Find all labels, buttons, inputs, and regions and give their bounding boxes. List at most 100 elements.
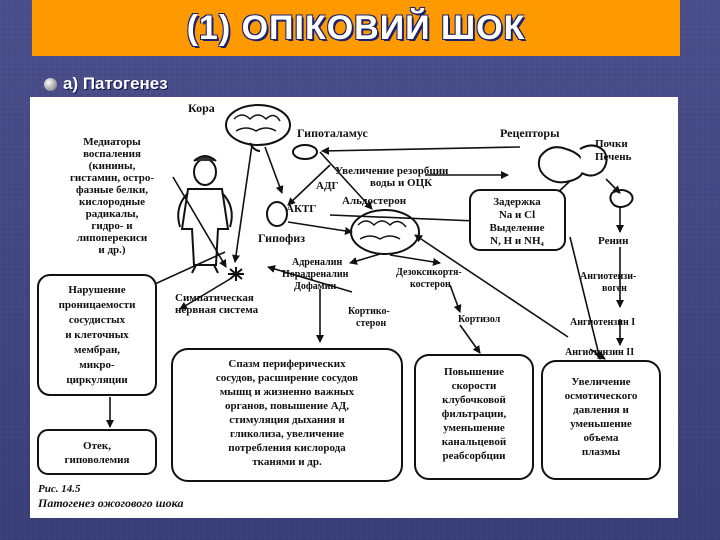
label-gipofiz: Гипофиз (258, 231, 305, 245)
sympathetic-node-icon (228, 267, 244, 281)
permeability-text: Нарушение проницаемости сосудистых и кле… (59, 284, 136, 386)
mediators-line: фазные белки, (76, 184, 148, 196)
figure-caption-number: Рис. 14.5 (38, 483, 81, 495)
spasm-line: гликолиза, увеличение (230, 428, 344, 440)
label-kortiko1: Кортико- (348, 306, 390, 317)
mediators-line: Медиаторы (83, 136, 141, 148)
label-renin: Ренин (598, 235, 629, 247)
label-receptory: Рецепторы (500, 126, 560, 140)
filtration-line: фильтрации, (442, 408, 507, 420)
edema-line: гиповолемия (65, 454, 130, 466)
osmotic-line: уменьшение (570, 418, 632, 430)
label-adg: АДГ (316, 180, 339, 192)
permeability-line: проницаемости (59, 299, 136, 311)
label-aldosteron: Альдостерон (342, 195, 407, 207)
label-kortiko2: стерон (356, 318, 386, 329)
label-hipotalamus: Гипоталамус (297, 126, 369, 140)
pituitary-icon (266, 201, 288, 227)
permeability-line: сосудистых (69, 314, 126, 326)
label-angiotenzinogen1: Ангиотензи- (580, 271, 636, 282)
label-pechen: Печень (595, 151, 632, 163)
label-pochki: Почки (595, 138, 628, 150)
human-figure-icon (177, 155, 233, 274)
filtration-box (414, 354, 534, 480)
pathogenesis-diagram: Кора Гипоталамус Рецепторы Почки Печень … (37, 101, 661, 510)
label-dezoksi2: костерон (410, 279, 451, 290)
bullet-icon (44, 77, 57, 91)
mediators-line: гистамин, остро- (70, 172, 154, 184)
title-bar: (1) ОПІКОВИЙ ШОК (32, 0, 680, 56)
label-simp2: нервная система (175, 304, 259, 316)
spasm-line: Спазм периферических (228, 358, 346, 370)
figure-caption-title: Патогенез ожогового шока (37, 496, 183, 510)
mediators-line: воспаления (83, 148, 141, 160)
mediators-line: кислородные (79, 196, 145, 208)
osmotic-line: объема (584, 432, 619, 444)
osmotic-line: давления и (573, 404, 629, 416)
retention-line: Выделение (490, 222, 545, 234)
permeability-line: и клеточных (65, 329, 129, 341)
osmotic-text: Увеличение осмотического давления и умен… (565, 376, 638, 458)
spasm-line: сосудов, расширение сосудов (216, 372, 358, 384)
adrenal-icon (609, 189, 634, 208)
label-adrenalin1: Адреналин (292, 257, 343, 268)
hypothalamus-icon (292, 144, 318, 160)
osmotic-line: осмотического (565, 390, 638, 402)
filtration-text: Повышение скорости клубочковой фильтраци… (442, 366, 507, 462)
diagram-arrows (106, 144, 624, 428)
label-simp1: Симпатическая (175, 292, 254, 304)
brain-icon (350, 209, 420, 255)
permeability-line: мембран, (74, 344, 120, 356)
kidney-liver-icon (537, 144, 608, 184)
slide-subtitle: а) Патогенез (63, 74, 168, 93)
diagram-panel: Кора Гипоталамус Рецепторы Почки Печень … (30, 97, 678, 518)
label-kora: Кора (188, 101, 215, 115)
retention-line: Na и Cl (499, 209, 535, 221)
osmotic-box (541, 360, 661, 480)
slide-title: (1) ОПІКОВИЙ ШОК (186, 8, 526, 47)
edema-line: Отек, (83, 440, 111, 452)
retention-text: Задержка Na и Cl Выделение N, H и NH₄ (490, 196, 545, 247)
spasm-text: Спазм периферических сосудов, расширение… (216, 358, 358, 468)
mediators-line: гидро- и (91, 220, 133, 232)
permeability-line: микро- (79, 359, 115, 371)
label-aktg: АКТГ (286, 203, 316, 215)
filtration-line: Повышение (444, 366, 504, 378)
permeability-line: Нарушение (68, 284, 125, 296)
filtration-line: клубочковой (442, 394, 506, 406)
filtration-line: скорости (452, 380, 497, 392)
retention-line: Задержка (493, 196, 541, 208)
retention-line: N, H и NH₄ (490, 235, 544, 247)
label-angiotenzin1: Ангиотензин I (570, 317, 635, 328)
spasm-line: потребления кислорода (228, 442, 346, 454)
edema-box (37, 429, 157, 475)
mediators-line: и др.) (98, 244, 126, 256)
label-resorb1: Увеличение резорбции (335, 165, 449, 177)
mediators-line: липоперекиси (77, 232, 148, 244)
retention-box (469, 189, 566, 251)
filtration-line: реабсорбции (442, 450, 506, 462)
mediators-line: (кинины, (89, 160, 136, 172)
mediators-text: Медиаторы воспаления (кинины, гистамин, … (70, 136, 154, 256)
subtitle-row: а) Патогенез (44, 73, 168, 95)
spasm-line: мышц и жизненно важных (220, 386, 355, 398)
spasm-line: стимуляция дыхания и (229, 414, 345, 426)
spasm-box (171, 348, 403, 482)
label-kortizol: Кортизол (458, 314, 501, 325)
permeability-box (37, 274, 157, 396)
label-adrenalin2: Норадреналин (282, 269, 349, 280)
filtration-line: канальцевой (442, 436, 507, 448)
osmotic-line: Увеличение (571, 376, 630, 388)
spasm-line: тканями и др. (252, 456, 322, 468)
spasm-line: органов, повышение АД, (225, 400, 349, 412)
osmotic-line: плазмы (582, 446, 621, 458)
label-dezoksi1: Дезоксикортя- (396, 267, 462, 278)
label-angiotenzinogen2: воген (602, 283, 627, 294)
mediators-line: радикалы, (86, 208, 139, 220)
permeability-line: циркуляции (66, 374, 128, 386)
brain-cortex-icon (225, 104, 291, 152)
label-resorb2: воды и ОЦК (370, 177, 432, 189)
label-adrenalin3: Дофамин (294, 281, 336, 292)
edema-text: Отек, гиповолемия (65, 440, 130, 466)
label-angiotenzin2: Ангиотензин II (565, 347, 634, 358)
